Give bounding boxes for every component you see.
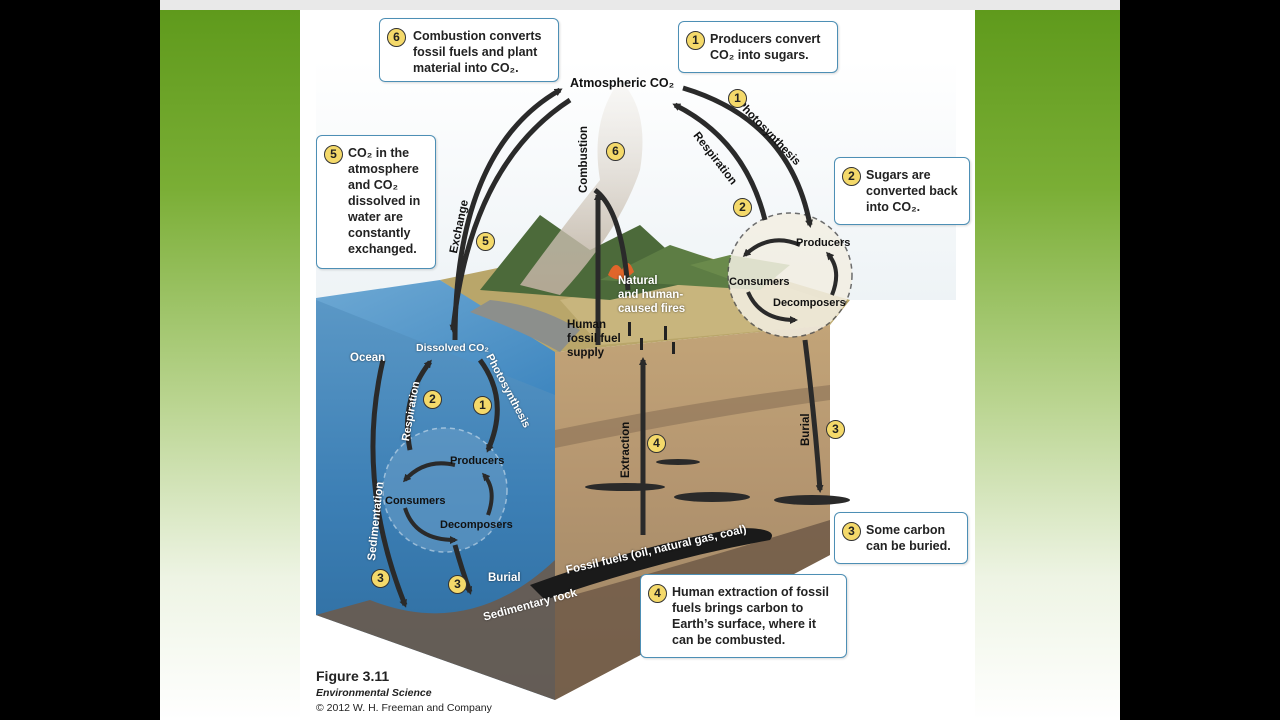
- land-burial-arrow: [802, 339, 824, 493]
- callout-1-producers: 1 Producers convert CO₂ into sugars.: [678, 21, 838, 73]
- dissolved-co2-label: Dissolved CO₂: [416, 342, 489, 354]
- callout-number: 5: [324, 145, 343, 164]
- callout-4-extraction: 4 Human extraction of fossil fuels bring…: [640, 574, 847, 658]
- callout-text: CO₂ in the atmosphere and CO₂ dissolved …: [348, 146, 421, 256]
- marker-3-ocean-burial: 3: [448, 575, 467, 594]
- ocean-burial-arrow: [452, 544, 473, 595]
- marker-6-combustion: 6: [606, 142, 625, 161]
- oil-pocket: [656, 459, 700, 465]
- marker-1-ocean-photosynthesis: 1: [473, 396, 492, 415]
- land-burial-label: Burial: [800, 413, 812, 446]
- oil-pocket: [674, 492, 750, 502]
- coastal-town: [470, 300, 580, 352]
- ocean-respiration-arrow: [405, 359, 432, 451]
- marker-3-land-burial: 3: [826, 420, 845, 439]
- marker-2-ocean-respiration: 2: [423, 390, 442, 409]
- callout-number: 2: [842, 167, 861, 186]
- atmospheric-co2-label: Atmospheric CO₂: [570, 76, 675, 90]
- ocean-burial-label: Burial: [488, 572, 521, 584]
- photosynthesis-arrow: [682, 85, 813, 228]
- fossil-fuel-deposit: [530, 528, 772, 600]
- callout-text: Some carbon can be buried.: [866, 523, 951, 553]
- letterbox-right: [1120, 0, 1280, 720]
- marker-2-respiration: 2: [733, 198, 752, 217]
- book-title: Environmental Science: [316, 687, 432, 699]
- mountain: [600, 245, 760, 290]
- ocean-producers-label: Producers: [450, 455, 505, 467]
- top-strip: [160, 0, 1120, 12]
- fuel-supply-label-line2: fossil fuel: [567, 333, 621, 345]
- fires-label-line1: Natural: [618, 275, 658, 287]
- ocean-surface: [316, 280, 560, 395]
- marker-3-sedimentation: 3: [371, 569, 390, 588]
- callout-text: Human extraction of fossil fuels brings …: [672, 585, 829, 647]
- fuel-supply-label-line1: Human: [567, 319, 606, 331]
- ocean-cycle-circle: [382, 427, 508, 553]
- seabed: [316, 560, 555, 700]
- callout-number: 6: [387, 28, 406, 47]
- callout-3-burial: 3 Some carbon can be buried.: [834, 512, 968, 564]
- oil-pocket: [585, 483, 665, 491]
- marker-1-photosynthesis: 1: [728, 89, 747, 108]
- exchange-arrow-down: [449, 97, 572, 333]
- callout-text: Sugars are converted back into CO₂.: [866, 168, 958, 214]
- callout-number: 1: [686, 31, 705, 50]
- ocean-decomposers-label: Decomposers: [440, 519, 513, 531]
- ocean-cycle-arrows: [402, 461, 494, 544]
- slide-border-right: [975, 10, 1120, 720]
- ocean-photosynthesis-arrow: [477, 358, 500, 453]
- oil-pocket: [774, 495, 850, 505]
- figure-number: Figure 3.11: [316, 668, 390, 684]
- sedimentation-arrow: [370, 359, 408, 608]
- combustion-label: Combustion: [578, 125, 590, 193]
- fires-label-line3: caused fires: [618, 303, 686, 315]
- callout-2-sugars: 2 Sugars are converted back into CO₂.: [834, 157, 970, 225]
- fires-arrow: [593, 187, 631, 291]
- marker-5-exchange: 5: [476, 232, 495, 251]
- land-consumers-label: Consumers: [729, 276, 790, 288]
- callout-number: 3: [842, 522, 861, 541]
- ocean-consumers-label: Consumers: [385, 495, 446, 507]
- marker-4-extraction: 4: [647, 434, 666, 453]
- callout-number: 4: [648, 584, 667, 603]
- callout-text: Combustion converts fossil fuels and pla…: [413, 29, 542, 75]
- land-decomposers-label: Decomposers: [773, 297, 846, 309]
- callout-text: Producers convert CO₂ into sugars.: [710, 32, 821, 62]
- land-producers-label: Producers: [796, 237, 851, 249]
- slide-border-left: [160, 10, 300, 720]
- fuel-supply-label-line3: supply: [567, 347, 605, 359]
- extraction-label: Extraction: [620, 421, 632, 478]
- fires-label-line2: and human-: [618, 289, 684, 301]
- callout-5-exchange: 5 CO₂ in the atmosphere and CO₂ dissolve…: [316, 135, 436, 269]
- letterbox-left: [0, 0, 160, 720]
- land-cycle-arrows: [742, 238, 839, 324]
- respiration-arrow: [672, 102, 768, 221]
- oil-derricks: [628, 322, 675, 354]
- copyright-notice: © 2012 W. H. Freeman and Company: [316, 702, 492, 714]
- ocean-label: Ocean: [350, 352, 386, 364]
- flow-arrows: [370, 85, 824, 608]
- callout-6-combustion: 6 Combustion converts fossil fuels and p…: [379, 18, 559, 82]
- smoke-plume: [520, 80, 643, 295]
- strata-layer: [555, 385, 830, 448]
